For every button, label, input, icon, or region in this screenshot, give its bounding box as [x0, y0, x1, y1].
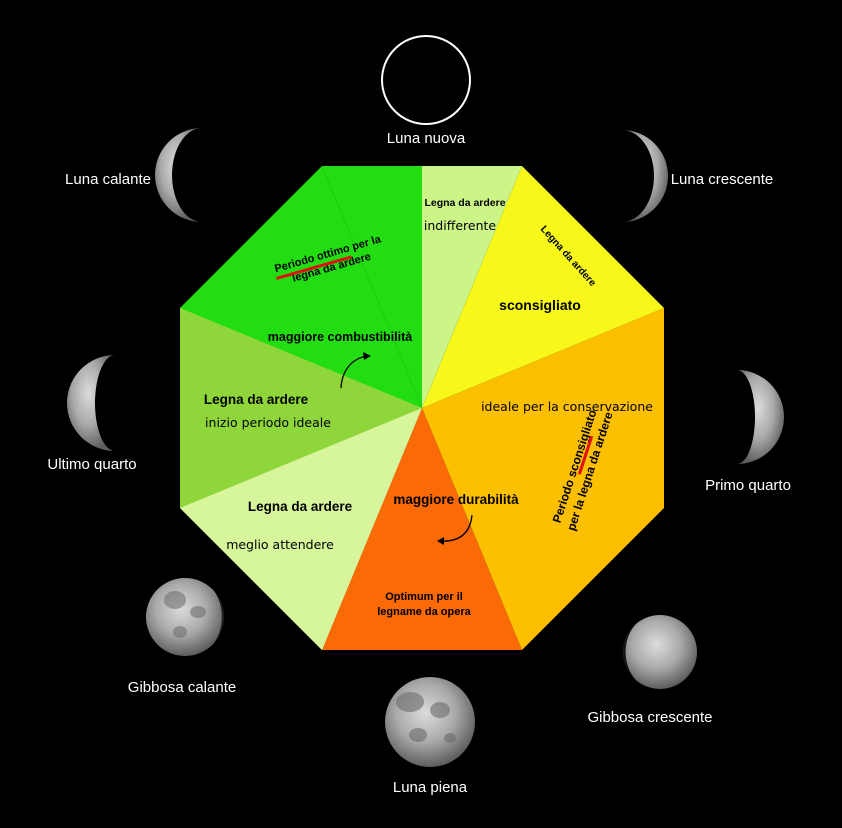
label-waxing-gibbous: Gibbosa crescente [587, 709, 712, 726]
bottom-text-2: legname da opera [377, 606, 471, 618]
label-waning-crescent: Luna calante [65, 171, 151, 188]
right-lower-underline [577, 435, 594, 475]
top-left-arrow-head [363, 352, 371, 360]
left-lower-text: meglio attendere [226, 537, 334, 552]
last-quarter-icon [67, 355, 115, 451]
left-upper-text: inizio periodo ideale [205, 415, 331, 430]
sector-top-left [180, 166, 422, 408]
sector-left-mid [180, 308, 422, 508]
top-left-title: maggiore combustibilità [268, 330, 413, 344]
waxing-crescent-icon [622, 130, 668, 222]
left-lower-title: Legna da ardere [248, 499, 353, 514]
top-right-title: Legna da ardere [424, 197, 505, 209]
bottom-arrow-head [437, 537, 444, 545]
sector-top-right [422, 166, 522, 408]
bottom-title: maggiore durabilità [393, 492, 519, 507]
sector-right-lower [422, 308, 664, 650]
waxing-gibbous-icon [622, 615, 697, 689]
bottom-text-1: Optimum per il [385, 591, 463, 603]
new-moon-icon [381, 35, 471, 125]
waning-crescent-icon [155, 128, 202, 222]
label-first-quarter: Primo quarto [705, 477, 791, 494]
octagon [180, 166, 664, 650]
moons [67, 35, 784, 767]
first-quarter-icon [737, 370, 784, 464]
sector-right-upper [422, 166, 664, 408]
bottom-arrow [439, 514, 473, 542]
sector-bottom [322, 408, 522, 650]
label-last-quarter: Ultimo quarto [47, 456, 136, 473]
top-right-text: indifferente [424, 218, 496, 233]
label-waning-gibbous: Gibbosa calante [128, 679, 236, 696]
label-new-moon: Luna nuova [387, 130, 466, 147]
label-full-moon: Luna piena [393, 779, 468, 796]
left-upper-title: Legna da ardere [204, 392, 309, 407]
top-left-underline [276, 255, 352, 280]
right-upper-text: sconsigliato [499, 297, 581, 313]
sector-top-green [322, 166, 422, 408]
label-waxing-crescent: Luna crescente [671, 171, 774, 188]
sector-left-pale [180, 408, 422, 650]
full-moon-icon [385, 677, 475, 767]
right-lower-text: ideale per la conservazione [481, 399, 653, 414]
waning-gibbous-icon [146, 578, 225, 656]
